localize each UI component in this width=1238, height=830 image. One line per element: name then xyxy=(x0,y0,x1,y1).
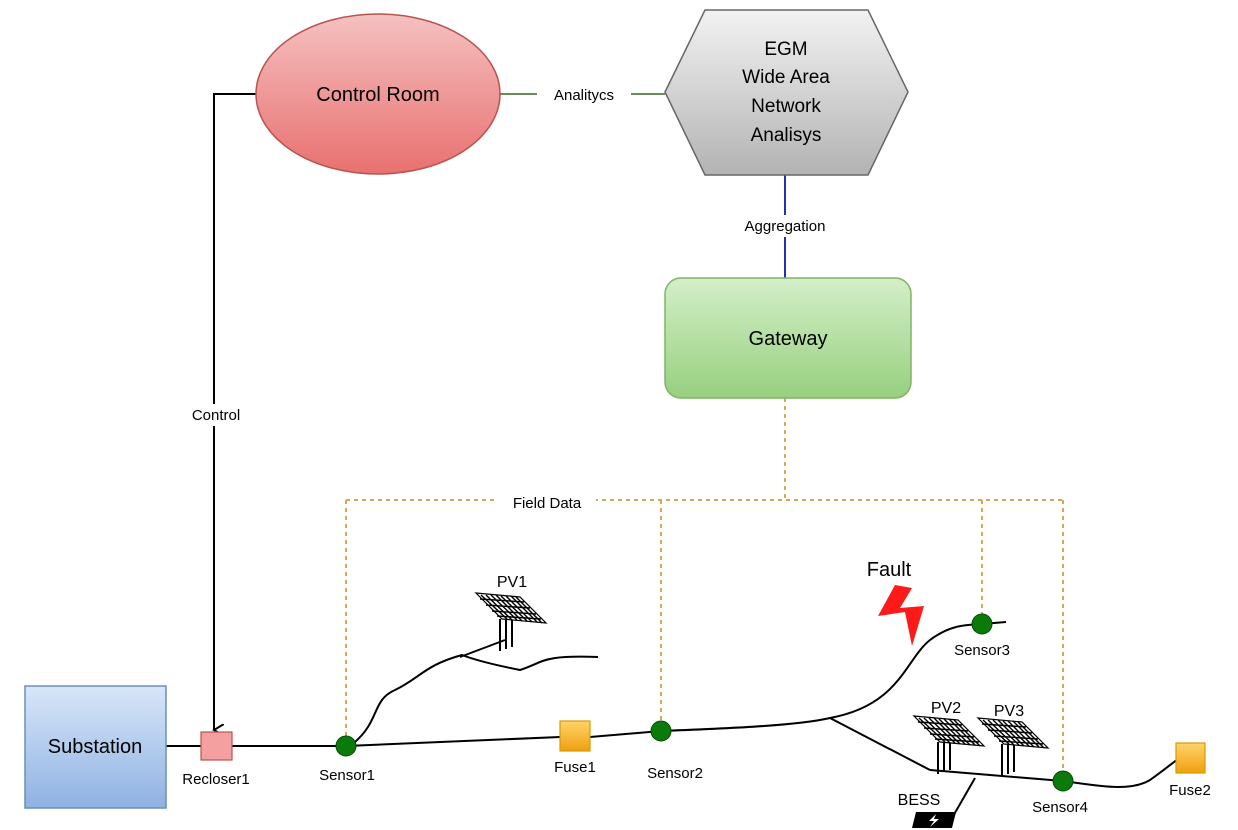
feeder-lines xyxy=(166,621,1179,819)
egm-label-line2: Wide Area xyxy=(742,67,830,88)
substation-label: Substation xyxy=(48,736,143,758)
egm-label-line3: Network xyxy=(751,96,821,117)
pv2-icon xyxy=(913,715,985,775)
analytics-label: Analitycs xyxy=(554,87,614,104)
fuse1-label: Fuse1 xyxy=(554,759,596,776)
pv3-icon xyxy=(977,717,1049,777)
sensor2-node xyxy=(650,720,672,742)
recloser1-label: Recloser1 xyxy=(182,771,250,788)
fuse2-label: Fuse2 xyxy=(1169,782,1211,799)
egm-label-line1: EGM xyxy=(764,39,807,60)
control-edge xyxy=(214,93,256,730)
pv1-icon xyxy=(475,592,547,652)
pv2-label: PV2 xyxy=(931,700,961,717)
gateway-label: Gateway xyxy=(749,328,828,350)
sensor3-label: Sensor3 xyxy=(954,642,1010,659)
gateway-node xyxy=(664,277,912,399)
analytics-label-bg xyxy=(537,84,631,106)
sensor4-label: Sensor4 xyxy=(1032,799,1088,816)
fault-lightning-icon xyxy=(878,585,924,646)
fuse2-node xyxy=(1175,742,1206,774)
fault-label: Fault xyxy=(867,559,912,581)
field-data-label: Field Data xyxy=(513,495,582,512)
control-room-node xyxy=(255,13,501,175)
pv3-label: PV3 xyxy=(994,703,1024,720)
battery-icon xyxy=(912,812,956,828)
control-room-label: Control Room xyxy=(316,84,439,106)
aggregation-label: Aggregation xyxy=(745,218,826,235)
sensor1-label: Sensor1 xyxy=(319,767,375,784)
recloser1-node xyxy=(200,731,233,761)
control-label-bg xyxy=(180,404,252,426)
control-label: Control xyxy=(192,407,240,424)
aggregation-label-bg xyxy=(724,215,846,237)
pv1-label: PV1 xyxy=(497,574,527,591)
bess-label: BESS xyxy=(898,792,941,809)
fuse1-node xyxy=(559,720,591,752)
sensor4-node xyxy=(1052,770,1074,792)
egm-node xyxy=(664,9,909,176)
egm-label-line4: Analisys xyxy=(751,125,822,146)
field-data-edges xyxy=(345,398,1064,773)
sensor3-node xyxy=(971,613,993,635)
field-data-label-bg xyxy=(498,492,596,514)
sensor1-node xyxy=(335,735,357,757)
sensor2-label: Sensor2 xyxy=(647,765,703,782)
substation-node xyxy=(24,685,167,809)
